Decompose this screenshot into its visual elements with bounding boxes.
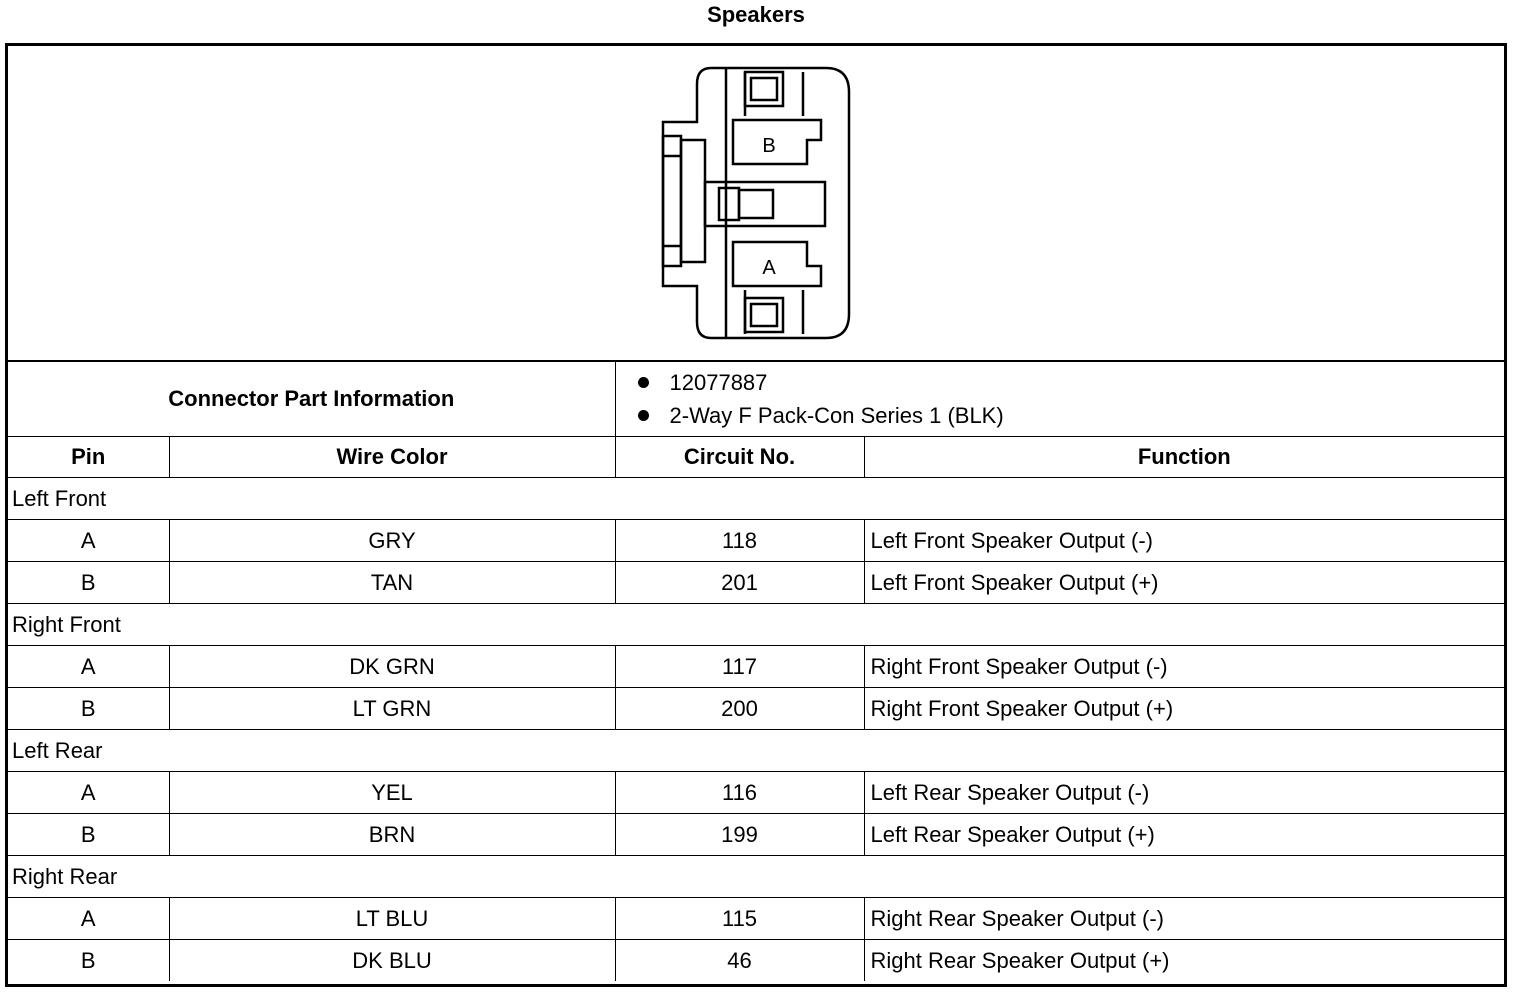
circuit-cell: 117: [614, 645, 865, 688]
pin-cell: A: [8, 897, 170, 940]
pin-cell: A: [8, 771, 170, 814]
part-number: 12077887: [637, 366, 1505, 399]
group-row-left-front: Left Front: [8, 477, 1505, 520]
function-cell: Right Front Speaker Output (-): [863, 645, 1505, 688]
circuit-cell: 46: [614, 939, 865, 981]
function-cell: Right Rear Speaker Output (+): [863, 939, 1505, 981]
function-cell: Left Rear Speaker Output (+): [863, 813, 1505, 856]
wire-color-cell: YEL: [168, 771, 616, 814]
circuit-cell: 118: [614, 519, 865, 562]
connector-part-info-row: Connector Part Information 12077887 2-Wa…: [8, 362, 1505, 437]
pin-cell: B: [8, 561, 170, 604]
group-label: Left Rear: [8, 729, 1505, 772]
connector-part-info-values: 12077887 2-Way F Pack-Con Series 1 (BLK): [614, 362, 1505, 437]
circuit-cell: 116: [614, 771, 865, 814]
function-cell: Left Front Speaker Output (-): [863, 519, 1505, 562]
function-cell: Left Front Speaker Output (+): [863, 561, 1505, 604]
pin-cell: B: [8, 939, 170, 981]
column-header-wire-color: Wire Color: [168, 436, 616, 478]
group-label: Right Front: [8, 603, 1505, 646]
function-cell: Left Rear Speaker Output (-): [863, 771, 1505, 814]
table-row: B BRN 199 Left Rear Speaker Output (+): [8, 813, 1505, 856]
connector-face-diagram: B A: [661, 66, 851, 340]
column-header-circuit-no: Circuit No.: [614, 436, 865, 478]
group-row-right-rear: Right Rear: [8, 855, 1505, 898]
circuit-cell: 115: [614, 897, 865, 940]
group-label: Left Front: [8, 477, 1505, 520]
pin-cell: A: [8, 519, 170, 562]
group-row-left-rear: Left Rear: [8, 729, 1505, 772]
connector-part-info-label: Connector Part Information: [8, 362, 616, 437]
table-row: A LT BLU 115 Right Rear Speaker Output (…: [8, 897, 1505, 940]
wire-color-cell: DK BLU: [168, 939, 616, 981]
table-row: A YEL 116 Left Rear Speaker Output (-): [8, 771, 1505, 814]
table-row: A GRY 118 Left Front Speaker Output (-): [8, 519, 1505, 562]
function-cell: Right Front Speaker Output (+): [863, 687, 1505, 730]
page-title: Speakers: [707, 2, 805, 27]
group-row-right-front: Right Front: [8, 603, 1505, 646]
wire-color-cell: DK GRN: [168, 645, 616, 688]
pin-cell: B: [8, 813, 170, 856]
connector-table-frame: B A Connector Part Information 12077887 …: [5, 43, 1507, 987]
table-row: B TAN 201 Left Front Speaker Output (+): [8, 561, 1505, 604]
circuit-cell: 201: [614, 561, 865, 604]
group-label: Right Rear: [8, 855, 1505, 898]
column-header-function: Function: [863, 436, 1505, 478]
pin-b-label: B: [762, 135, 775, 157]
wire-color-cell: LT GRN: [168, 687, 616, 730]
pin-cell: A: [8, 645, 170, 688]
connector-diagram-cell: B A: [8, 46, 1504, 362]
wire-color-cell: GRY: [168, 519, 616, 562]
pin-a-label: A: [762, 257, 776, 279]
table-header-row: Pin Wire Color Circuit No. Function: [8, 436, 1505, 478]
wire-color-cell: TAN: [168, 561, 616, 604]
wire-color-cell: LT BLU: [168, 897, 616, 940]
circuit-cell: 200: [614, 687, 865, 730]
connector-description: 2-Way F Pack-Con Series 1 (BLK): [637, 399, 1505, 432]
column-header-pin: Pin: [8, 436, 170, 478]
pinout-table: Connector Part Information 12077887 2-Wa…: [8, 362, 1505, 981]
wire-color-cell: BRN: [168, 813, 616, 856]
table-row: A DK GRN 117 Right Front Speaker Output …: [8, 645, 1505, 688]
table-row: B DK BLU 46 Right Rear Speaker Output (+…: [8, 939, 1505, 981]
table-row: B LT GRN 200 Right Front Speaker Output …: [8, 687, 1505, 730]
circuit-cell: 199: [614, 813, 865, 856]
function-cell: Right Rear Speaker Output (-): [863, 897, 1505, 940]
pin-cell: B: [8, 687, 170, 730]
